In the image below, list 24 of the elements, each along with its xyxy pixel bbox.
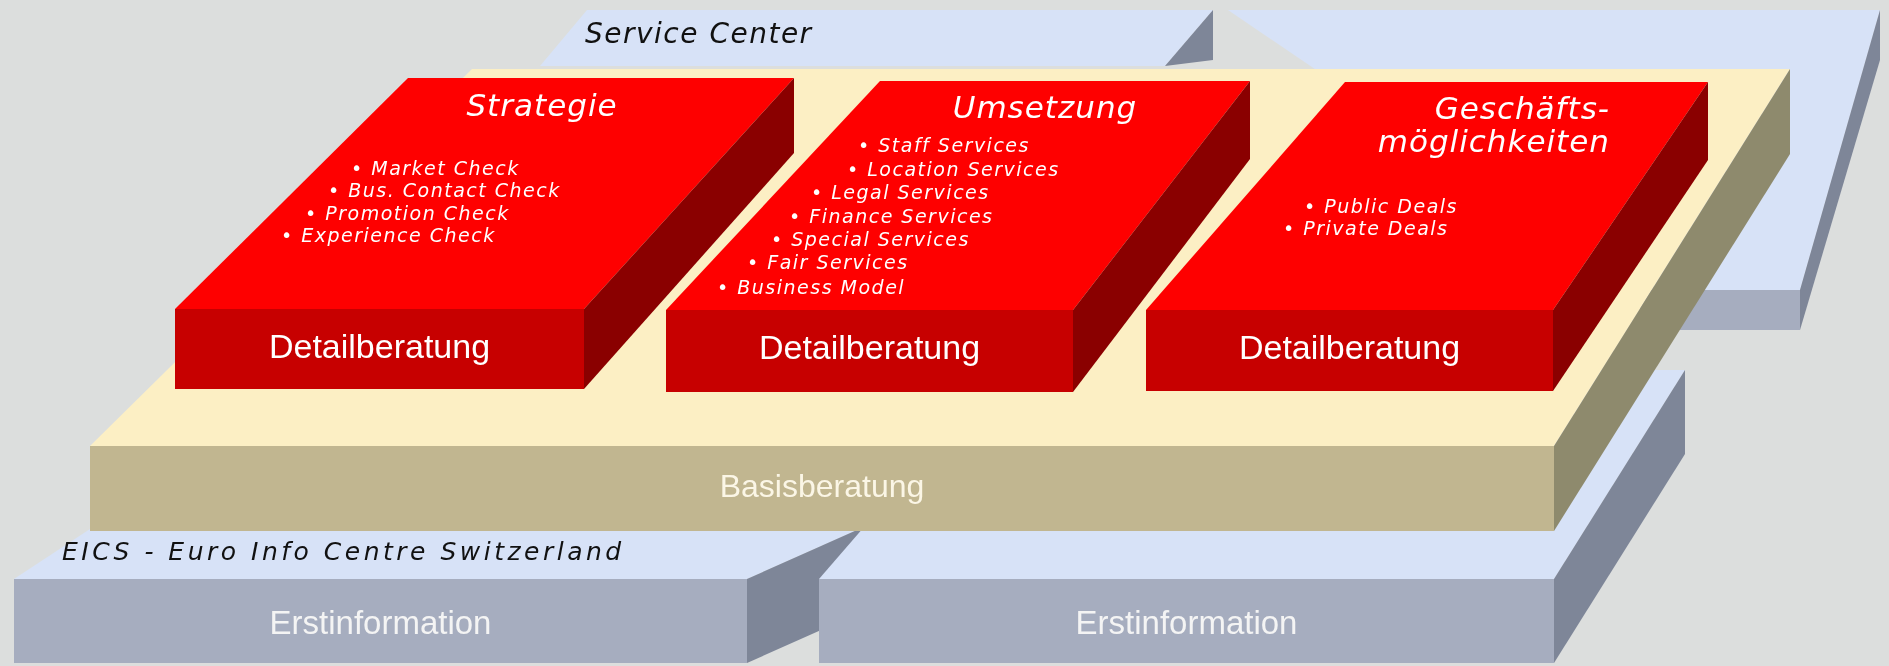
bullet-item: • Market Check — [351, 158, 520, 180]
front-label: Erstinformation — [268, 604, 493, 642]
front-label: Erstinformation — [1074, 604, 1299, 642]
bullet-item: • Fair Services — [747, 252, 909, 274]
block-title: Umsetzung — [951, 90, 1139, 126]
slab-heading: Service Center — [585, 18, 813, 51]
bullet-item: • Public Deals — [1304, 196, 1458, 218]
bullet-item: • Location Services — [847, 159, 1060, 181]
slab-heading: EICS - Euro Info Centre Switzerland — [62, 538, 625, 567]
front-label: Basisberatung — [718, 468, 926, 505]
bullet-item: • Private Deals — [1283, 218, 1449, 240]
bullet-item: • Legal Services — [811, 182, 990, 204]
bullet-item: • Experience Check — [281, 225, 496, 247]
block-title: Geschäfts-möglichkeiten — [1376, 92, 1610, 158]
bullet-item: • Staff Services — [858, 135, 1030, 157]
bullet-item: • Business Model — [717, 277, 906, 299]
block-title: Strategie — [465, 88, 619, 124]
front-label: Detailberatung — [757, 328, 982, 368]
bullet-item: • Bus. Contact Check — [328, 180, 561, 202]
bullet-item: • Promotion Check — [305, 203, 510, 225]
bullet-item: • Finance Services — [789, 206, 994, 228]
front-label: Detailberatung — [1237, 328, 1462, 368]
front-label: Detailberatung — [267, 327, 492, 367]
bullet-item: • Special Services — [771, 229, 970, 251]
